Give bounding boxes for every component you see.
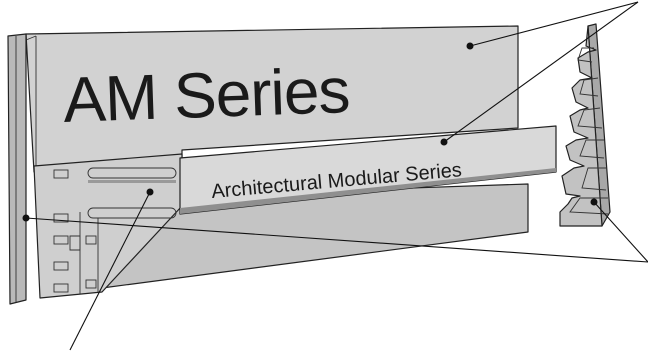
leader-dot <box>591 199 598 206</box>
end-bracket <box>560 24 610 226</box>
leader-dot <box>147 189 154 196</box>
leader-dot <box>441 139 448 146</box>
leader-dot <box>23 215 30 222</box>
rail-top-shadow <box>88 180 176 183</box>
main-panel-title: AM Series <box>62 54 351 136</box>
left-edge-cap <box>8 34 26 304</box>
leader-dot <box>467 43 474 50</box>
leader-line <box>594 202 648 262</box>
leader-line <box>470 2 638 46</box>
